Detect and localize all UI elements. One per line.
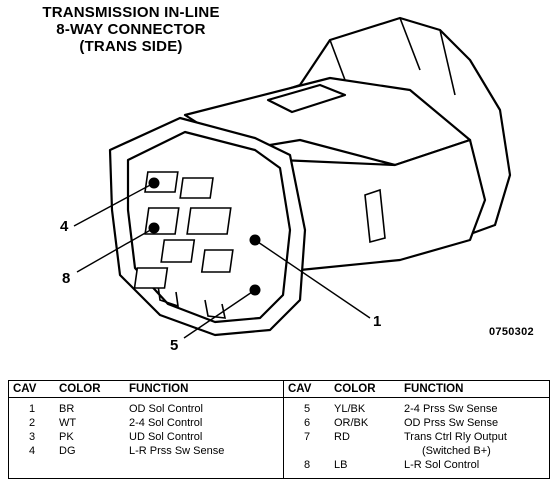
connector-lock-tab [266,83,347,114]
row-color-2 [330,444,400,458]
header-function: FUNCTION [125,380,284,398]
row-color-2: YL/BK [334,403,366,415]
row-color: DG [59,445,76,457]
header-color: COLOR [55,380,125,398]
row-function-2: 2-4 Prss Sw Sense [404,403,498,415]
row-function-2: Trans Ctrl Rly Output [404,431,507,443]
bottom-tab [157,284,179,308]
row-cav-2: 7 [283,430,330,444]
row-color: WT [59,417,77,429]
row-function [125,458,284,479]
header-function-2: FUNCTION [400,380,550,398]
row-color: PK [59,431,74,443]
row-function-2: (Switched B+) [422,445,491,457]
row-function: OD Sol Control [129,403,203,415]
callout-pin-5: 5 [170,337,179,354]
header-cav: CAV [8,380,55,398]
row-color-2: OR/BK [334,417,369,429]
row-cav-2 [283,444,330,458]
row-color: BR [59,403,75,415]
row-cav-2: 6 [283,416,330,430]
row-cav [9,458,56,479]
figure-id: 0750302 [489,326,534,338]
row-cav: 3 [28,431,36,443]
row-function: 2-4 Sol Control [129,417,203,429]
row-color-2: LB [334,459,348,471]
leader-pin-1 [254,239,371,319]
title-line-1: TRANSMISSION IN-LINE [42,4,220,21]
row-cav: 1 [28,403,36,415]
side-slot [364,188,386,244]
row-color-2: RD [334,431,350,443]
table-row: 4 DG L-R Prss Sw Sense (Switched B+) [9,444,550,458]
row-cav-2: 8 [283,458,330,479]
pinout-table: CAV COLOR FUNCTION CAV COLOR FUNCTION 1 … [8,380,550,479]
connector-side-body [278,138,487,272]
connector-drawing [73,16,512,339]
title-line-2: 8-WAY CONNECTOR [56,21,206,38]
table-row: 3 PK UD Sol Control 7 RD Trans Ctrl Rly … [9,430,550,444]
row-cav: 2 [28,417,36,429]
header-color-2: COLOR [330,380,400,398]
leader-pin-4 [73,182,155,227]
row-color [55,458,125,479]
row-function: UD Sol Control [129,431,203,443]
pinout-header-row: CAV COLOR FUNCTION CAV COLOR FUNCTION [8,380,550,398]
row-function-2: L-R Sol Control [404,459,480,471]
table-row: 2 WT 2-4 Sol Control 6 OR/BK OD Prss Sw … [9,416,550,430]
callout-pin-1: 1 [373,313,382,330]
title-line-3: (TRANS SIDE) [79,38,183,55]
row-cav: 4 [28,445,36,457]
row-cav-2: 5 [283,397,330,416]
leader-pin-5 [183,289,256,339]
callout-pin-8: 8 [62,270,71,287]
row-function-2: OD Prss Sw Sense [404,417,499,429]
leader-pin-8 [76,227,155,273]
callout-pin-4: 4 [60,218,69,235]
diagram-title: TRANSMISSION IN-LINE 8-WAY CONNECTOR (TR… [6,4,256,55]
table-row: 1 BR OD Sol Control 5 YL/BK 2-4 Prss Sw … [9,397,550,416]
header-cav-2: CAV [283,380,330,398]
row-function: L-R Prss Sw Sense [129,445,225,457]
table-row: 8 LB L-R Sol Control [9,458,550,479]
